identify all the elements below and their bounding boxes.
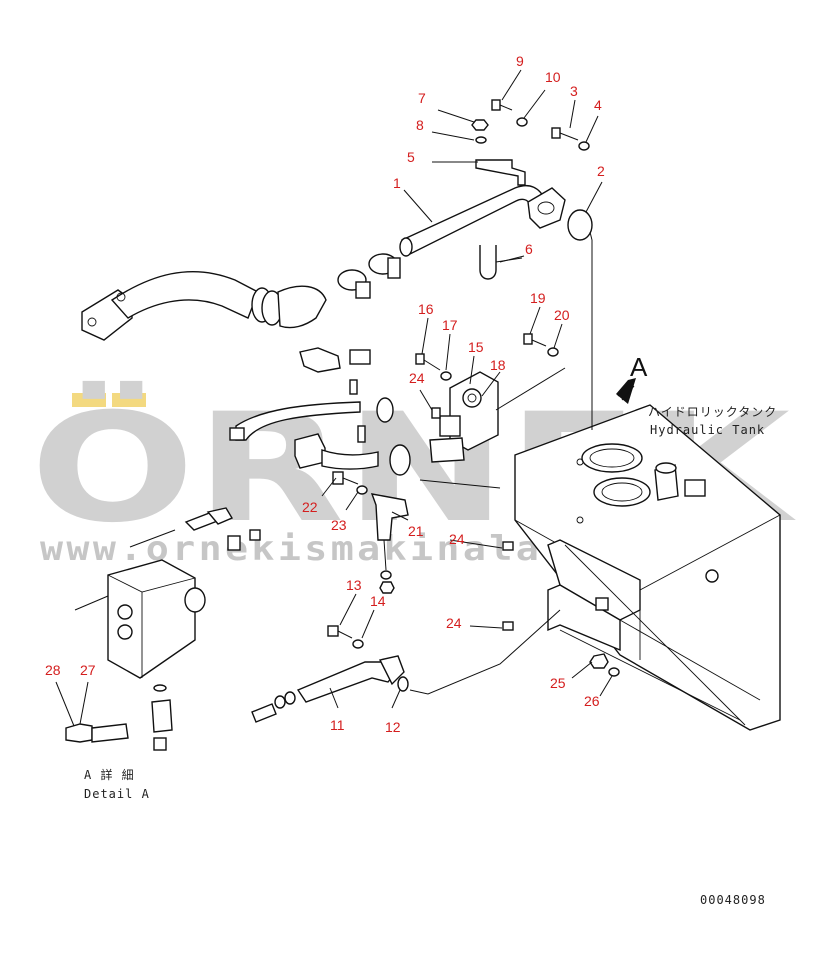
- detail-label-en: Detail A: [84, 787, 150, 801]
- part-number-22: 22: [302, 499, 318, 515]
- fitting-lower: [357, 425, 366, 443]
- part-number-28: 28: [45, 662, 61, 678]
- text-labels: A ハイドロリックタンク Hydraulic Tank A 詳 細 Detail…: [84, 352, 777, 907]
- part-number-25: 25: [550, 675, 566, 691]
- part-number-24-lower: 24: [446, 615, 462, 631]
- hydraulic-tank: [514, 404, 781, 731]
- part-number-14: 14: [370, 593, 386, 609]
- part-number-11: 11: [330, 717, 345, 733]
- tank-label-en: Hydraulic Tank: [650, 423, 765, 437]
- hose-clamp-lower: [389, 444, 411, 476]
- part-callouts: 1 2 3 4 5 6 7 8 9 10 11 12 13 14 15 16 1…: [45, 53, 605, 735]
- detail-a-block: [65, 507, 261, 751]
- washer-26: [608, 667, 620, 677]
- bracket-5: [475, 159, 526, 186]
- part-number-24-upper: 24: [449, 531, 465, 547]
- suction-hose: [81, 270, 327, 341]
- bolts-top: [471, 99, 590, 151]
- part-number-24-valve: 24: [409, 370, 425, 386]
- bolt-25: [589, 653, 609, 669]
- part-number-21: 21: [408, 523, 424, 539]
- return-hose: [229, 401, 361, 441]
- o-ring-12: [397, 676, 409, 692]
- view-marker-a: A: [630, 352, 648, 382]
- part-number-19: 19: [530, 290, 546, 306]
- tank-label-jp: ハイドロリックタンク: [648, 405, 777, 419]
- part-number-4: 4: [594, 97, 602, 113]
- washer-23: [356, 485, 368, 495]
- part-number-27: 27: [80, 662, 96, 678]
- washer-14: [352, 639, 364, 649]
- fitting: [349, 349, 371, 365]
- part-number-9: 9: [516, 53, 524, 69]
- valve-block: [429, 371, 499, 463]
- part-number-12: 12: [385, 719, 401, 735]
- watermark-accent-right: [112, 393, 146, 407]
- pipe-1: [399, 184, 566, 257]
- pipe-11: [251, 655, 405, 723]
- watermark-accent-left: [72, 393, 106, 407]
- view-arrow-a: [616, 378, 636, 404]
- part-number-2: 2: [597, 163, 605, 179]
- hose-clamp-upper: [376, 397, 394, 423]
- part-number-23: 23: [331, 517, 347, 533]
- part-number-26: 26: [584, 693, 600, 709]
- bolt-24-b: [502, 621, 514, 631]
- part-number-10: 10: [545, 69, 561, 85]
- leader-lines: [55, 69, 613, 727]
- part-number-16: 16: [418, 301, 434, 317]
- part-number-1: 1: [393, 175, 401, 191]
- drawing-lines: [55, 69, 781, 751]
- part-number-20: 20: [554, 307, 570, 323]
- part-number-7: 7: [418, 90, 426, 106]
- part-number-18: 18: [490, 357, 506, 373]
- part-number-15: 15: [468, 339, 484, 355]
- part-number-8: 8: [416, 117, 424, 133]
- drawing-number: 00048098: [700, 893, 766, 907]
- part-number-13: 13: [346, 577, 362, 593]
- part-number-5: 5: [407, 149, 415, 165]
- bracket-21: [370, 493, 409, 594]
- detail-label-jp: A 詳 細: [84, 767, 135, 782]
- part-number-17: 17: [442, 317, 458, 333]
- lower-hose: [294, 433, 379, 470]
- hose-clamps: [337, 253, 401, 299]
- part-number-6: 6: [525, 241, 533, 257]
- fitting-upper: [349, 379, 358, 395]
- bolt-13: [327, 625, 339, 637]
- u-bolt-6: [479, 245, 497, 280]
- bolt-24-a: [502, 541, 514, 551]
- part-number-3: 3: [570, 83, 578, 99]
- o-ring-2: [567, 209, 593, 241]
- bolt-22: [332, 471, 344, 485]
- elbow-fitting: [299, 347, 341, 373]
